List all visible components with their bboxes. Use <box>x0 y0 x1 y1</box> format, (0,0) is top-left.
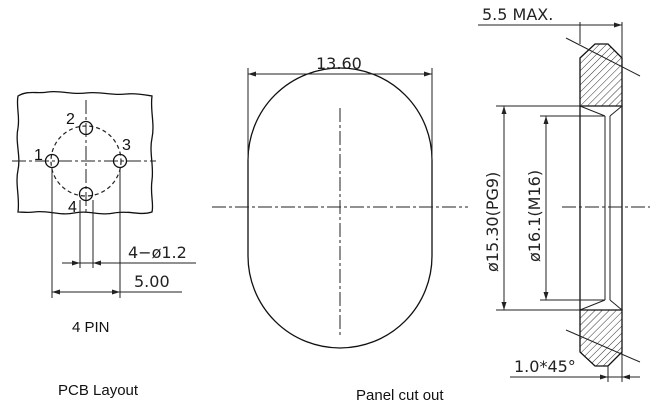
width-dim-label: 13.60 <box>316 54 362 73</box>
pcb-caption: PCB Layout <box>58 382 139 399</box>
pcb-hole-1 <box>44 153 60 169</box>
max-dimension: 5.5 MAX. <box>478 5 622 28</box>
diameter-m16-dimension: ø16.1(M16) <box>525 116 549 300</box>
pin-label-4: 4 <box>68 199 77 216</box>
diameter-pg9-label: ø15.30(PG9) <box>483 172 502 272</box>
top-hatched-section <box>579 43 623 107</box>
pin-label-2: 2 <box>66 111 75 128</box>
pin-count-label: 4 PIN <box>72 319 110 336</box>
panel-cutout: 13.60 Panel cut out <box>212 54 468 404</box>
side-view: 5.5 MAX. ø15.30(PG9) ø16.1(M16) 1.0*45° <box>478 5 650 382</box>
panel-cutout-shape <box>247 67 433 349</box>
hole-dimension: 4−ø1.2 <box>62 243 196 266</box>
chamfer-dimension: 1.0*45° <box>510 357 640 380</box>
pin-label-1: 1 <box>34 147 43 164</box>
max-dim-label: 5.5 MAX. <box>482 5 553 24</box>
width-dimension: 13.60 <box>248 54 432 77</box>
pcb-hole-4 <box>78 186 94 202</box>
pcb-hole-3 <box>112 153 128 169</box>
chamfer-dim-label: 1.0*45° <box>514 357 576 376</box>
hole-dim-label: 4−ø1.2 <box>128 243 187 262</box>
panel-caption: Panel cut out <box>356 387 444 404</box>
pitch-dimension: 5.00 <box>52 272 182 295</box>
bottom-hatched-section <box>579 309 623 367</box>
diameter-pg9-dimension: ø15.30(PG9) <box>483 106 507 310</box>
pcb-layout: 1 2 3 4 4−ø1.2 5.00 4 PIN PCB Layout <box>12 90 196 399</box>
pcb-board-outline <box>16 90 154 215</box>
pin-label-3: 3 <box>122 137 131 154</box>
pcb-pitch-circle <box>50 125 122 197</box>
pitch-dim-label: 5.00 <box>134 272 170 291</box>
pcb-hole-2 <box>78 120 94 136</box>
diameter-m16-label: ø16.1(M16) <box>525 170 544 262</box>
